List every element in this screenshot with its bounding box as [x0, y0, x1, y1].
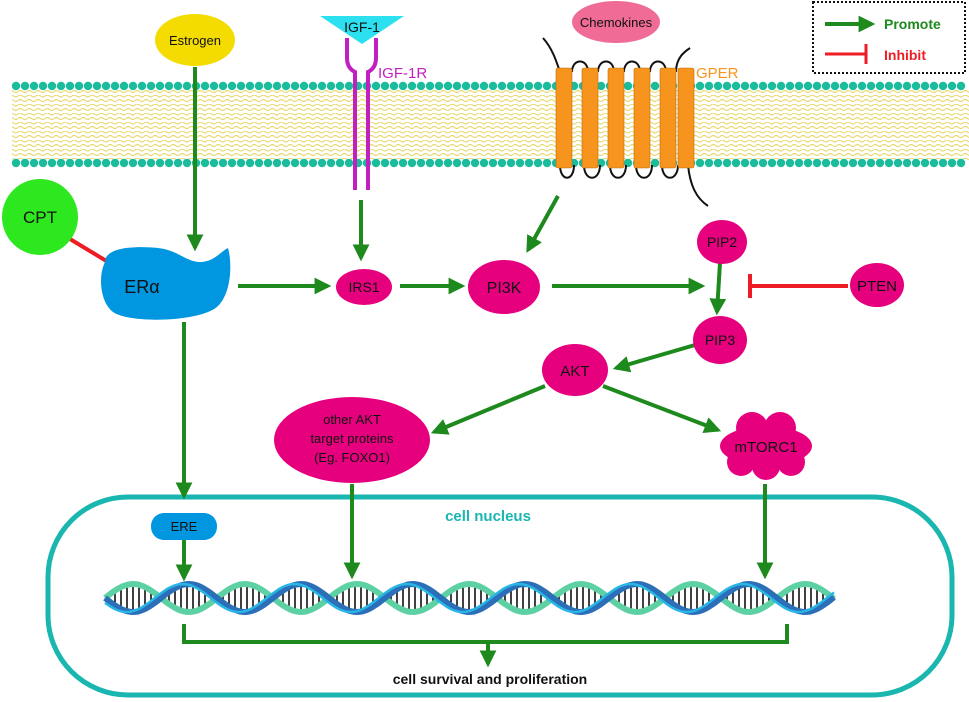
estrogen-label: Estrogen — [169, 33, 221, 48]
igf1r-receptor — [345, 38, 378, 190]
mtorc1-node — [720, 412, 812, 480]
membrane-bottom-leaflet — [11, 158, 966, 168]
pip3-node — [693, 316, 747, 364]
chemokines-node — [572, 1, 660, 43]
outcome-label: cell survival and proliferation — [393, 671, 588, 687]
igf1-label: IGF-1 — [344, 19, 380, 35]
era-label: ERα — [124, 277, 159, 297]
pten-node — [850, 263, 904, 307]
estrogen-node — [155, 14, 235, 66]
other-akt-line1: other AKT — [323, 412, 381, 427]
other-akt-line2: target proteins — [310, 431, 394, 446]
chemokines-label: Chemokines — [580, 15, 653, 30]
pip2-label: PIP2 — [707, 234, 738, 250]
nucleus-label: cell nucleus — [445, 508, 531, 525]
arrow-pip3-akt — [612, 343, 696, 373]
pi3k-label: PI3K — [487, 280, 522, 297]
legend-inhibit-label: Inhibit — [884, 47, 926, 63]
ere-node — [151, 513, 217, 540]
arrow-akt-mtorc1 — [602, 384, 722, 434]
pten-label: PTEN — [857, 278, 897, 295]
dna-helix — [103, 580, 836, 616]
gper-receptor — [542, 37, 709, 207]
akt-node — [542, 344, 608, 396]
pi3k-node — [468, 260, 540, 314]
ere-label: ERE — [171, 519, 198, 534]
igf1r-label: IGF-1R — [378, 65, 427, 82]
cpt-node — [2, 179, 78, 255]
pip2-node — [697, 220, 747, 264]
irs1-node — [336, 269, 392, 305]
other-akt-targets-node — [274, 397, 430, 483]
cell-nucleus — [45, 494, 955, 698]
era-receptor — [101, 247, 231, 320]
arrow-pip2-pip3 — [709, 262, 727, 316]
promote-arrows — [175, 67, 789, 668]
arrow-akt-other — [430, 384, 546, 435]
membrane-top-leaflet — [11, 81, 966, 91]
irs1-label: IRS1 — [348, 279, 379, 295]
gper-label: GPER — [696, 65, 739, 82]
outcome-bracket — [182, 624, 789, 644]
akt-label: AKT — [560, 363, 589, 380]
other-akt-line3: (Eg. FOXO1) — [314, 450, 390, 465]
igf1-ligand — [320, 16, 404, 44]
pip3-label: PIP3 — [705, 332, 736, 348]
cpt-label: CPT — [23, 208, 57, 227]
mtorc1-label: mTORC1 — [734, 439, 797, 456]
arrow-gper-pi3k — [526, 195, 560, 253]
cell-membrane — [11, 81, 969, 168]
legend: Promote Inhibit — [812, 1, 966, 74]
legend-promote-label: Promote — [884, 16, 941, 32]
